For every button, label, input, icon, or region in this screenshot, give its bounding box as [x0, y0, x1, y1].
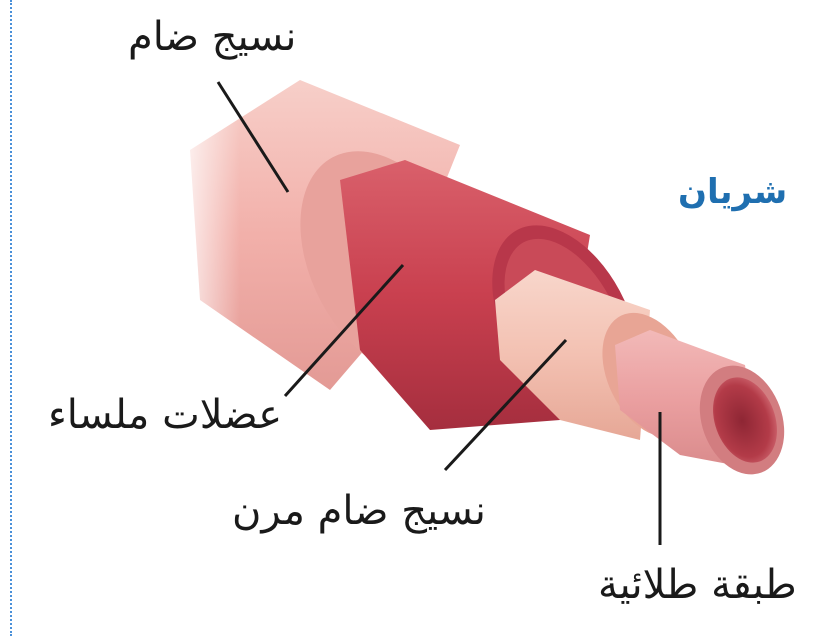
- epithelial-layer: [615, 330, 799, 486]
- label-epithelial-layer: طبقة طلائية: [598, 562, 797, 608]
- label-elastic-connective-tissue: نسيج ضام مرن: [232, 488, 486, 534]
- label-smooth-muscle: عضلات ملساء: [48, 392, 282, 438]
- artery-title: شريان: [678, 172, 787, 212]
- label-connective-tissue: نسيج ضام: [128, 14, 296, 60]
